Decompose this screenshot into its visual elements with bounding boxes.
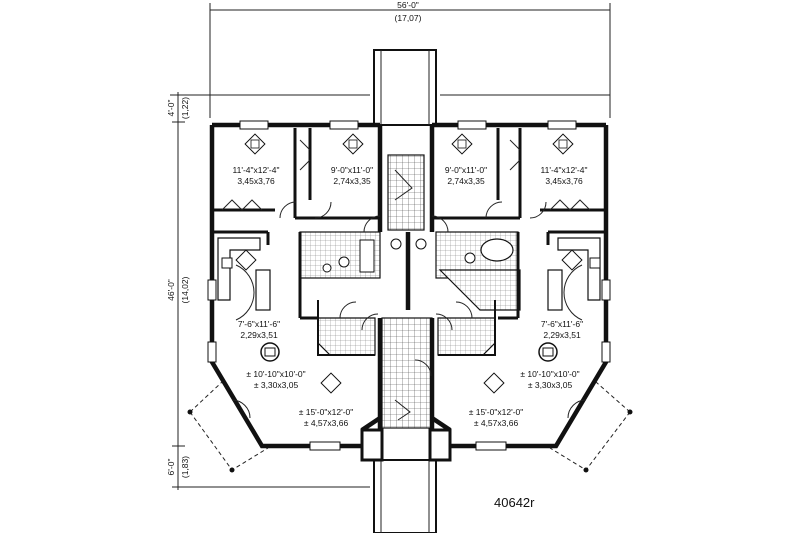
dimension-lines (170, 3, 611, 490)
interior-walls (212, 128, 606, 356)
top-offset-label: 4'-0" (166, 100, 176, 117)
walkways (373, 49, 437, 533)
top-offset-metric: (1,22) (180, 97, 190, 119)
room-size-dining-left: ± 10'-10"x10'-0" (246, 369, 305, 379)
central-stair (381, 154, 433, 429)
dining-icon (538, 342, 558, 362)
room-metric-dining-left: ± 3,30x3,05 (254, 380, 299, 390)
door-swings (231, 201, 587, 419)
dining-icon (260, 342, 280, 362)
bed-icon (244, 133, 266, 155)
room-size-living-right: ± 15'-0"x12'-0" (469, 407, 524, 417)
room-metric-living-left: ± 4,57x3,66 (304, 418, 349, 428)
bed-icon (552, 133, 574, 155)
living-icon (483, 372, 505, 394)
windows (207, 120, 611, 451)
room-metric-bed-left-inner: 2,74x3,35 (333, 176, 371, 186)
bathrooms (299, 231, 521, 311)
room-metric-bed-left-outer: 3,45x3,76 (237, 176, 275, 186)
closet-doors (221, 139, 591, 211)
room-metric-dining-right: ± 3,30x3,05 (528, 380, 573, 390)
room-size-bed-right-outer: 11'-4"x12'-4" (541, 165, 588, 175)
room-size-living-left: ± 15'-0"x12'-0" (299, 407, 354, 417)
overall-width-metric: (17,07) (395, 13, 422, 23)
room-metric-living-right: ± 4,57x3,66 (474, 418, 519, 428)
kitchen-icon (235, 249, 257, 271)
overall-width-label: 56'-0" (397, 0, 419, 10)
bed-icon (451, 133, 473, 155)
bed-icon (342, 133, 364, 155)
room-size-bed-left-outer: 11'-4"x12'-4" (233, 165, 280, 175)
kitchens (217, 237, 601, 311)
porches (187, 381, 633, 473)
room-size-bed-left-inner: 9'-0"x11'-0" (331, 165, 373, 175)
room-size-bed-right-inner: 9'-0"x11'-0" (445, 165, 487, 175)
plan-code: 40642r (494, 495, 535, 510)
depth-label: 46'-0" (166, 279, 176, 301)
room-metric-bed-right-inner: 2,74x3,35 (447, 176, 485, 186)
room-metric-kitchen-right: 2,29x3,51 (543, 330, 581, 340)
room-metric-kitchen-left: 2,29x3,51 (240, 330, 278, 340)
room-symbols (235, 133, 583, 394)
room-size-kitchen-right: 7'-6"x11'-6" (541, 319, 583, 329)
living-icon (320, 372, 342, 394)
bottom-offset-label: 6'-0" (166, 459, 176, 476)
kitchen-icon (561, 249, 583, 271)
room-size-kitchen-left: 7'-6"x11'-6" (238, 319, 280, 329)
room-size-dining-right: ± 10'-10"x10'-0" (520, 369, 579, 379)
bottom-offset-metric: (1,83) (180, 456, 190, 478)
depth-metric: (14,02) (180, 276, 190, 303)
room-metric-bed-right-outer: 3,45x3,76 (545, 176, 583, 186)
